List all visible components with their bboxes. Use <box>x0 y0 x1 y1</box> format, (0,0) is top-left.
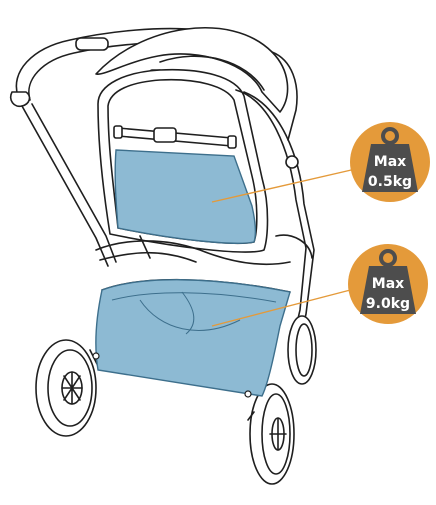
basket-weight-value: 9.0kg <box>366 296 410 312</box>
front-left-wheel <box>36 340 100 436</box>
seat-pocket-max-label: Max <box>374 154 406 170</box>
basket-max-label: Max <box>372 276 404 292</box>
seat-pocket-weight-value: 0.5kg <box>368 174 412 190</box>
seat-pocket-weight-badge: Max 0.5kg <box>350 122 430 202</box>
rear-right-wheel <box>288 316 316 384</box>
basket-weight-badge: Max 9.0kg <box>348 244 428 324</box>
front-right-wheel <box>248 384 294 484</box>
